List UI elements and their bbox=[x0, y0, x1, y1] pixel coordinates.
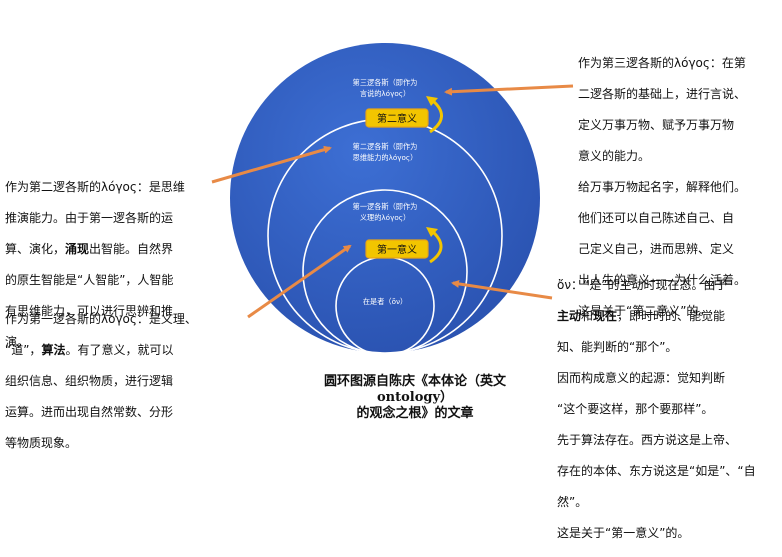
first-logos-pointer-arrow bbox=[247, 244, 352, 319]
first-meaning-badge bbox=[365, 239, 429, 259]
first-logos-note-line: 组织信息、组织物质，进行逻辑 bbox=[5, 373, 174, 388]
third-logos-note-line: 给万事万物起名字，解释他们。 bbox=[578, 179, 747, 194]
first-logos-note-line: 等物质现象。 bbox=[5, 435, 78, 450]
third-logos-note-line: 己定义自己，进而思辨、定义 bbox=[578, 241, 735, 256]
third-logos-note-line: 定义万事万物、赋予万事万物 bbox=[578, 117, 735, 132]
being-pointer-arrow bbox=[451, 279, 553, 300]
third-logos-label-line2: 言说的λόγος） bbox=[360, 89, 410, 98]
second-logos-note-line: 的原生智能是“人智能”，人智能 bbox=[5, 272, 174, 287]
being-note-line: “这个要这样，那个要那样”。 bbox=[557, 401, 714, 416]
third-logos-note-line: 二逻各斯的基础上，进行言说、 bbox=[578, 86, 747, 101]
caption-line: 的观念之根》的文章 bbox=[356, 406, 474, 421]
second-logos-label-line1: 第二逻各斯（即作为 bbox=[353, 142, 418, 151]
being-note-line: 存在的本体、东方说这是“如是”、“自 bbox=[557, 463, 756, 478]
being-note-line: 先于算法存在。西方说这是上帝、 bbox=[557, 432, 738, 447]
second-meaning-label: 第二意义 bbox=[377, 112, 417, 125]
third-logos-note-line: 这是关于“第二意义”的。 bbox=[578, 303, 711, 318]
being-note-line: 主动和现在，即时时的、能觉能 bbox=[557, 308, 726, 323]
nested-circles-diagram: 第三逻各斯（即作为 言说的λόγος） 第二逻各斯（即作为 思维能力的λόγος… bbox=[211, 43, 574, 355]
first-meaning-curve-arrow bbox=[429, 229, 443, 264]
being-note-line: 然”。 bbox=[557, 494, 588, 509]
first-logos-note: 作为第一逻各斯的λόγος：是义理、 “道”，算法。有了意义，就可以 组织信息、… bbox=[5, 296, 197, 467]
being-note-line: 这是关于“第一意义”的。 bbox=[557, 525, 690, 540]
second-logos-note-line: 演。 bbox=[5, 334, 30, 349]
third-logos-pointer-arrow bbox=[444, 84, 574, 96]
present-keyword: 现在 bbox=[593, 308, 618, 323]
first-logos-note-line: “道”，算法。有了意义，就可以 bbox=[5, 342, 174, 357]
being-note-line: ὄν：“是”的主动时现在态。由于 bbox=[557, 277, 728, 292]
being-note-line: 知、能判断的“那个”。 bbox=[557, 339, 678, 354]
second-logos-note: 作为第二逻各斯的λόγος：是思维 推演能力。由于第一逻各斯的运 算、演化，涌现… bbox=[5, 164, 185, 366]
first-meaning-curve-arrowhead bbox=[426, 227, 438, 237]
first-logos-label-line1: 第一逻各斯（即作为 bbox=[353, 202, 418, 211]
third-logos-note-line: 出人生的意义——为什么活着。 bbox=[578, 272, 747, 287]
second-logos-note-line: 算、演化，涌现出智能。自然界 bbox=[5, 241, 174, 256]
being-note: ὄν：“是”的主动时现在态。由于 主动和现在，即时时的、能觉能 知、能判断的“那… bbox=[557, 262, 756, 557]
third-logos-label-line1: 第三逻各斯（即作为 bbox=[353, 78, 418, 87]
third-logos-note-line: 他们还可以自己陈述自己、自 bbox=[578, 210, 735, 225]
third-logos-note-line: 作为第三逻各斯的λόγος：在第 bbox=[578, 55, 746, 70]
being-label: 在是者（ὄν） bbox=[363, 297, 407, 306]
second-logos-note-line: 作为第二逻各斯的λόγος：是思维 bbox=[5, 179, 185, 194]
second-logos-note-line: 有思维能力，可以进行思辨和推 bbox=[5, 303, 174, 318]
second-logos-pointer-arrow bbox=[211, 145, 332, 184]
first-logos-label-line2: 义理的λόγος） bbox=[360, 213, 410, 222]
second-meaning-curve-arrowhead bbox=[426, 96, 438, 106]
first-logos-note-line: 作为第一逻各斯的λόγος：是义理、 bbox=[5, 311, 197, 326]
image-source-caption: 圆环图源自陈庆《本体论（英文ontology） 的观念之根》的文章 bbox=[300, 374, 530, 422]
algorithm-keyword: 算法 bbox=[41, 342, 66, 357]
being-note-line: 因而构成意义的起源：觉知判断 bbox=[557, 370, 726, 385]
emergence-keyword: 涌现 bbox=[65, 241, 90, 256]
third-logos-note-line: 意义的能力。 bbox=[578, 148, 651, 163]
second-logos-note-line: 推演能力。由于第一逻各斯的运 bbox=[5, 210, 174, 225]
caption-line: 圆环图源自陈庆《本体论（英文ontology） bbox=[323, 374, 506, 405]
active-keyword: 主动 bbox=[557, 308, 582, 323]
second-meaning-curve-arrow bbox=[429, 98, 443, 134]
third-logos-note: 作为第三逻各斯的λόγος：在第 二逻各斯的基础上，进行言说、 定义万事万物、赋… bbox=[578, 40, 746, 335]
first-meaning-label: 第一意义 bbox=[377, 243, 417, 256]
second-logos-label-line2: 思维能力的λόγος） bbox=[353, 153, 418, 162]
first-logos-circle bbox=[302, 189, 468, 355]
second-meaning-badge bbox=[365, 108, 429, 128]
